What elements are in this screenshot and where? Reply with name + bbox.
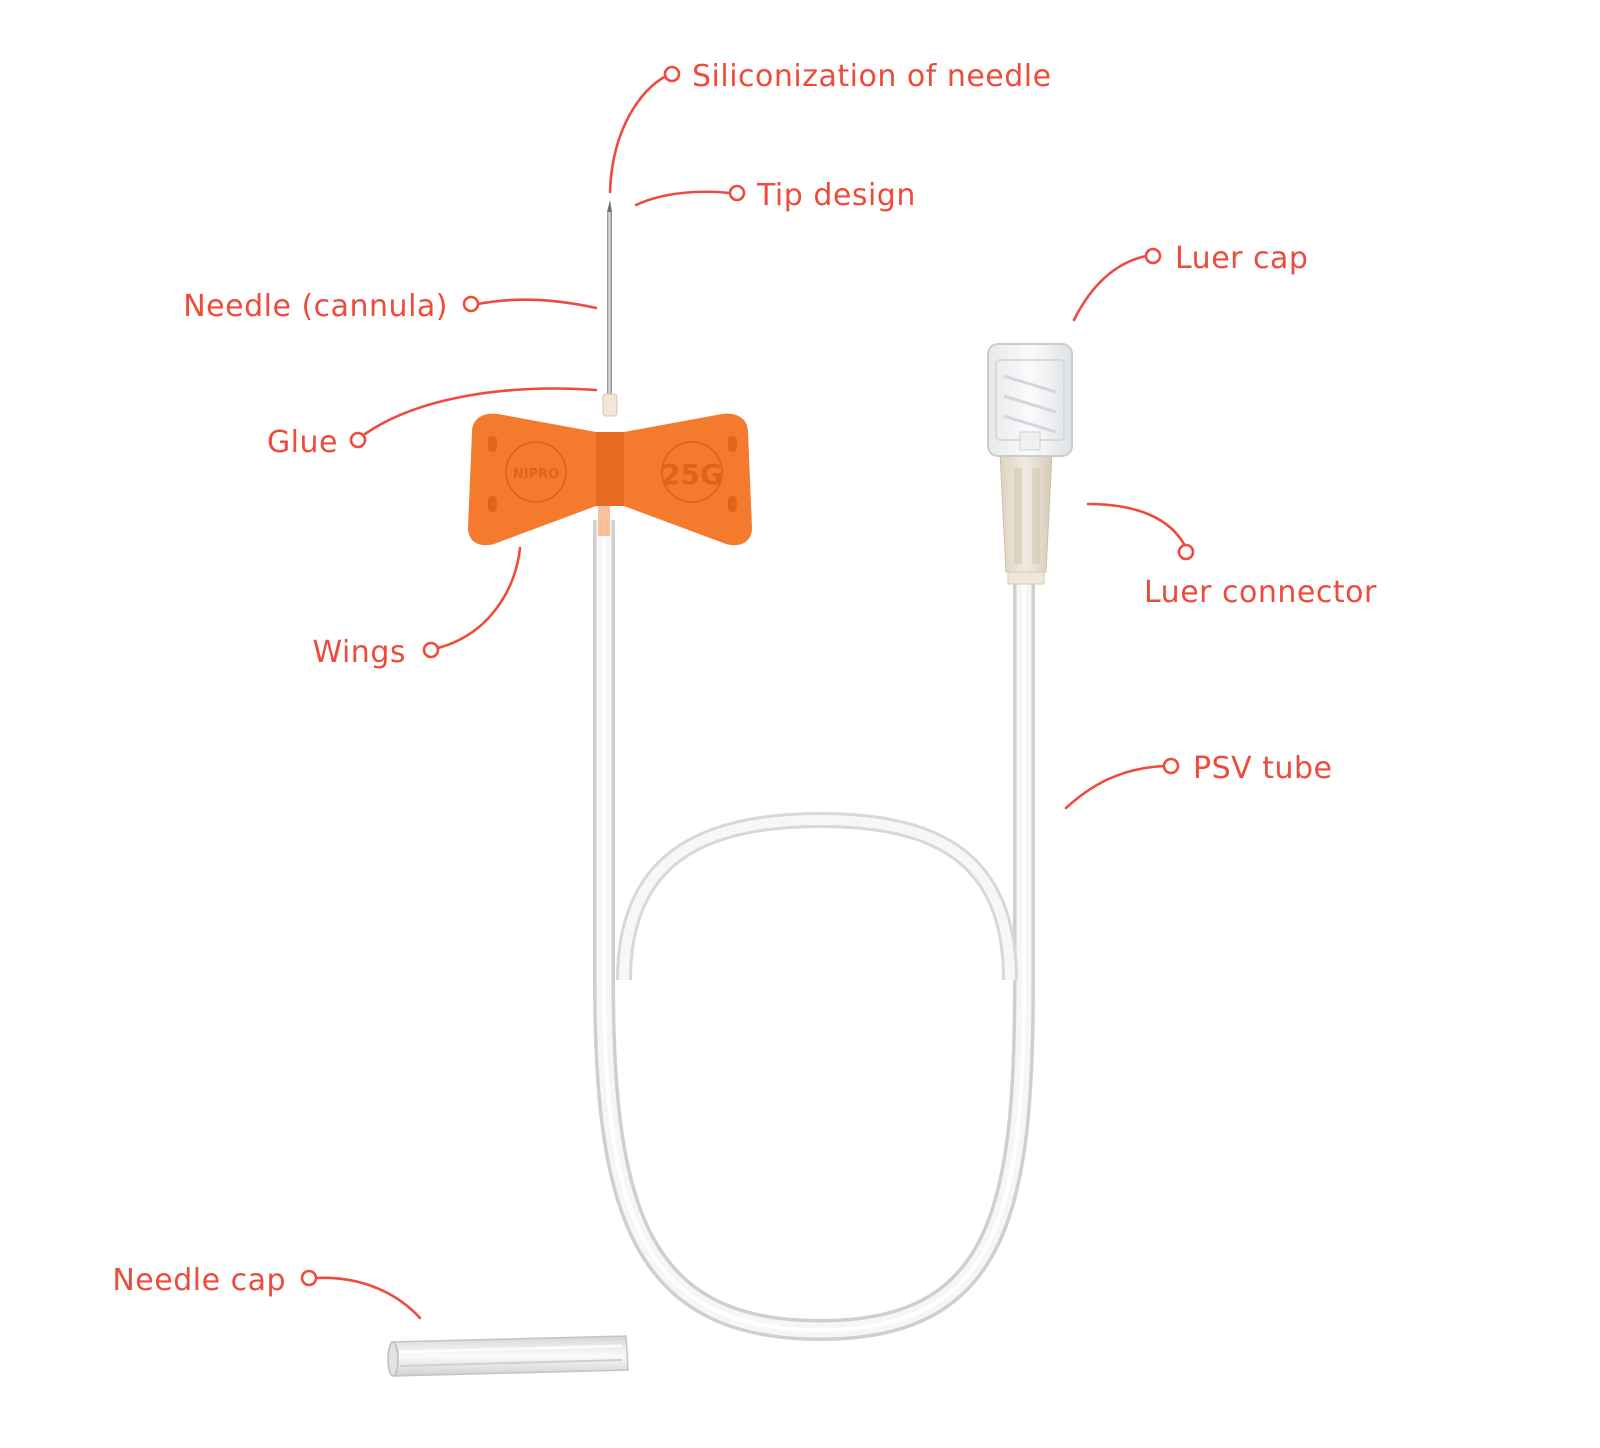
label-wings: Wings	[312, 635, 406, 670]
needle-shape	[607, 200, 612, 398]
wings-shape: NIPRO 25G	[468, 413, 752, 546]
callout-psv-tube: PSV tube	[1064, 751, 1332, 810]
callout-glue: Glue	[267, 387, 598, 460]
label-tip-design: Tip design	[756, 178, 916, 213]
label-siliconization: Siliconization of needle	[692, 59, 1052, 94]
label-luer-connector: Luer connector	[1144, 575, 1377, 610]
needle-cap-shape	[387, 1335, 629, 1377]
luer-cap-shape	[987, 343, 1073, 457]
product-illustration: NIPRO 25G	[387, 200, 1073, 1377]
luer-connector-shape	[999, 451, 1053, 585]
psv-tube-shape	[593, 520, 1035, 1342]
callout-needle-cap: Needle cap	[112, 1263, 422, 1320]
label-needle-cannula: Needle (cannula)	[183, 289, 448, 324]
glue-hub-shape	[602, 393, 618, 417]
label-psv-tube: PSV tube	[1193, 751, 1332, 786]
callout-luer-connector: Luer connector	[1086, 502, 1377, 610]
wing-gauge-text: 25G	[661, 458, 723, 491]
wing-brand-text: NIPRO	[513, 467, 559, 482]
label-luer-cap: Luer cap	[1175, 241, 1308, 276]
label-glue: Glue	[267, 425, 338, 460]
callout-wings: Wings	[312, 546, 522, 670]
callout-luer-cap: Luer cap	[1072, 241, 1308, 322]
callout-needle-cannula: Needle (cannula)	[183, 289, 598, 324]
callout-siliconization: Siliconization of needle	[608, 59, 1052, 194]
label-needle-cap: Needle cap	[112, 1263, 286, 1298]
callouts: Siliconization of needle Tip design Need…	[112, 59, 1377, 1320]
callout-tip-design: Tip design	[634, 178, 916, 213]
